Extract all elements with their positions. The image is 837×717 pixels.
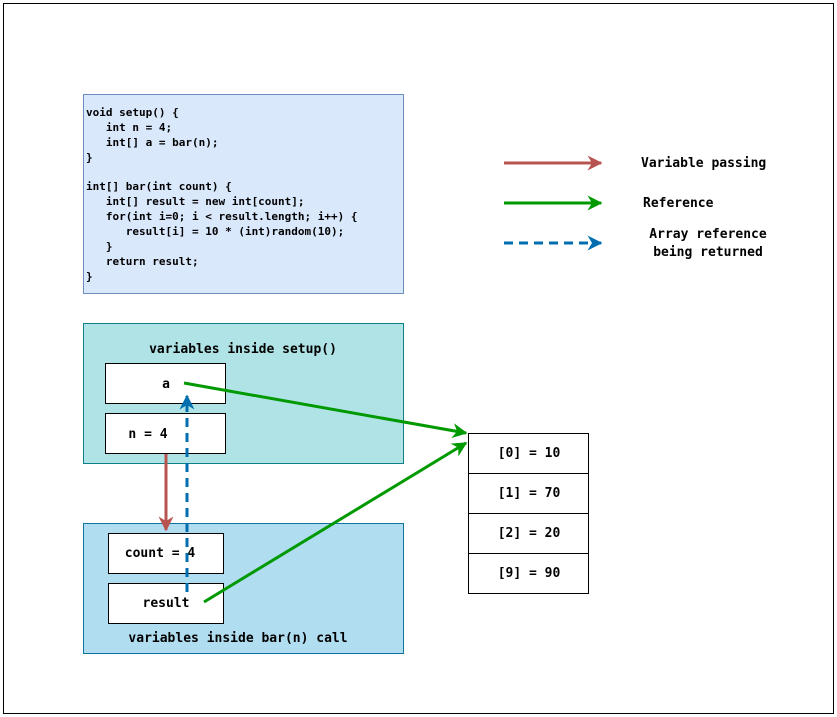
var-n-label: n = 4	[128, 427, 167, 442]
code-line: }	[86, 240, 113, 253]
code-line: for(int i=0; i < result.length; i++) {	[86, 210, 358, 223]
var-n-box	[105, 413, 226, 454]
var-a-label: a	[162, 377, 170, 392]
array-cell-label: [0] = 10	[498, 446, 561, 461]
array-cell	[468, 513, 589, 554]
var-a-box	[105, 363, 226, 404]
reference-arrow-a	[183, 381, 468, 439]
var-count-label: count = 4	[125, 546, 196, 561]
code-line: }	[86, 151, 93, 164]
var-result-label: result	[143, 596, 190, 611]
code-line: return result;	[86, 255, 199, 268]
code-line: int n = 4;	[86, 121, 172, 134]
code-line: int[] a = bar(n);	[86, 136, 218, 149]
setup-frame: variables inside setup() a n = 4	[83, 323, 404, 464]
code-line: void setup() {	[86, 106, 179, 119]
code-line: result[i] = 10 * (int)random(10);	[86, 225, 344, 238]
code-line: int[] result = new int[count];	[86, 195, 305, 208]
bar-frame-title: variables inside bar(n) call	[128, 631, 347, 646]
svg-text:void setup() { int n: void setup() { int n = 4; int[] a = bar(…	[0, 0, 404, 283]
var-result-box	[108, 583, 224, 624]
array-box: [0] = 10 [1] = 70 [2] = 20 [9] = 90	[468, 433, 589, 594]
legend-reference-label: Reference	[643, 196, 714, 211]
array-cell-label: [1] = 70	[498, 486, 561, 501]
setup-frame-title: variables inside setup()	[149, 342, 337, 357]
reference-arrow-result	[203, 441, 468, 604]
array-cell	[468, 553, 589, 594]
legend-returned-label-line2: being returned	[653, 245, 763, 260]
array-cell-label: [9] = 90	[498, 566, 561, 581]
legend-returned-label-line1: Array reference	[649, 227, 767, 242]
code-box: void setup() { int n = 4; int[] a = bar(…	[0, 0, 404, 294]
bar-frame: count = 4 result variables inside bar(n)…	[83, 523, 404, 654]
code-line: int[] bar(int count) {	[86, 180, 232, 193]
array-cell	[468, 473, 589, 514]
legend: Variable passing Reference Array referen…	[504, 155, 767, 260]
code-line: }	[86, 270, 93, 283]
legend-passing-label: Variable passing	[641, 156, 766, 171]
array-cell	[468, 433, 589, 474]
array-cell-label: [2] = 20	[498, 526, 561, 541]
var-count-box	[108, 533, 224, 574]
